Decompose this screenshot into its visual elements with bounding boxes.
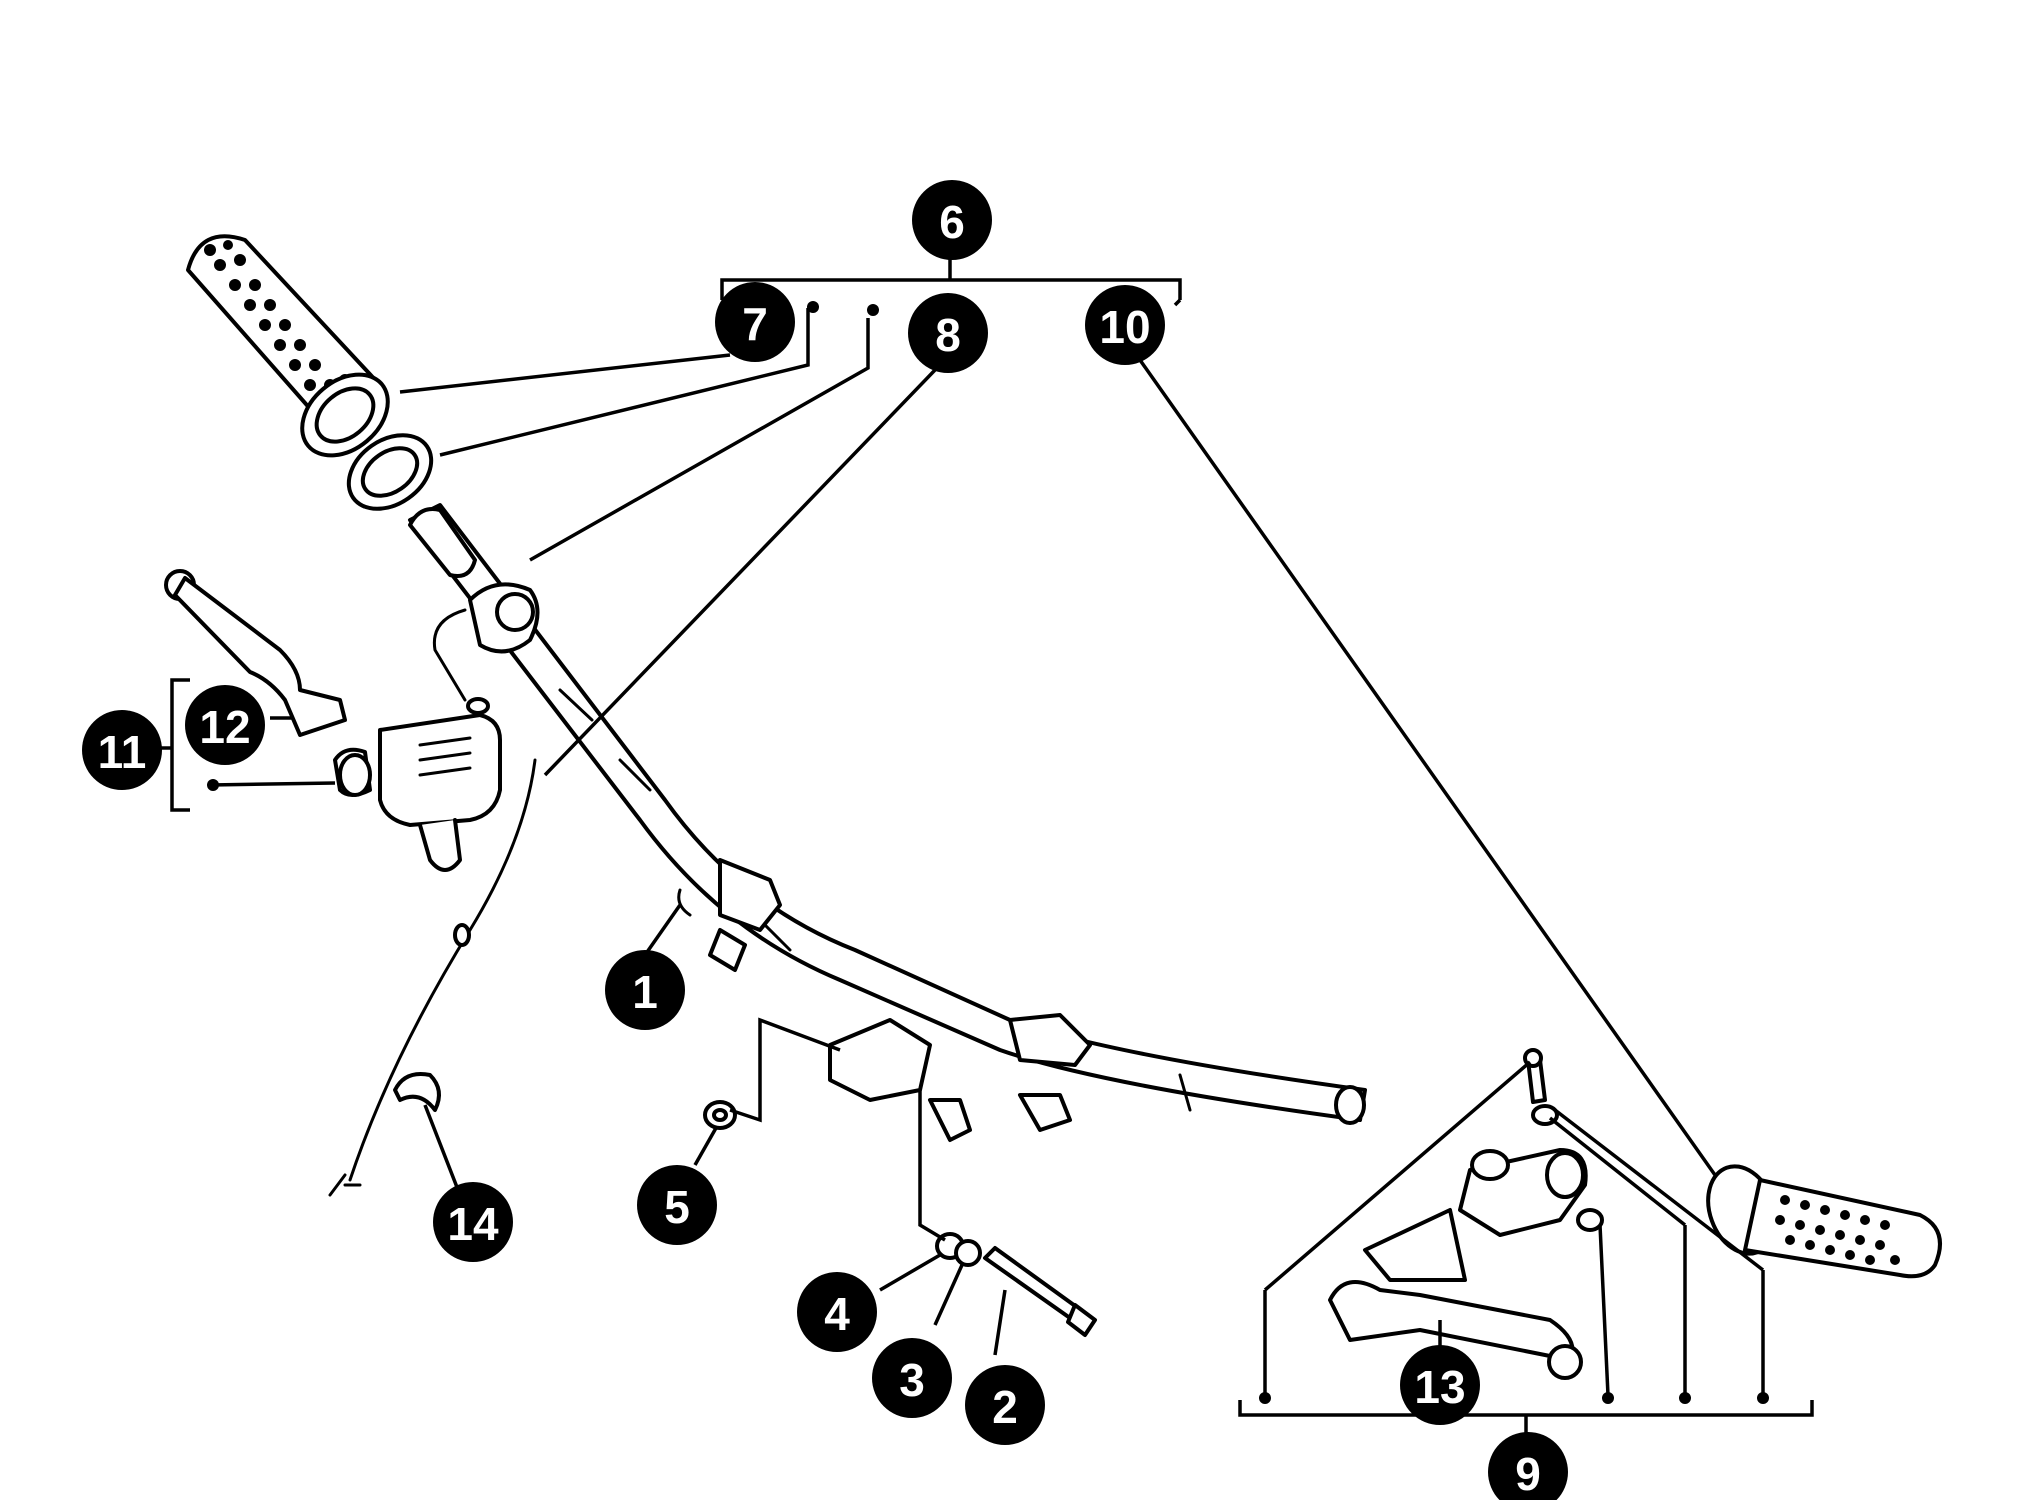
callout-3-label: 3 (899, 1354, 925, 1406)
hose-clamp (393, 1072, 441, 1112)
callout-7: 7 (715, 282, 795, 362)
callout-13-label: 13 (1414, 1361, 1465, 1413)
washer-3 (954, 1239, 982, 1267)
callout-9: 9 (1488, 1432, 1568, 1500)
callout-4-label: 4 (824, 1288, 850, 1340)
callout-8-label: 8 (935, 309, 961, 361)
callout-14: 14 (433, 1182, 513, 1262)
bracket-dots (207, 301, 1769, 1404)
callout-1: 1 (605, 950, 685, 1030)
throttle-housing (432, 582, 540, 715)
callout-10: 10 (1085, 285, 1165, 365)
callout-4: 4 (797, 1272, 877, 1352)
center-handlebar-clamp (828, 1018, 972, 1142)
callout-8: 8 (908, 293, 988, 373)
callout-12: 12 (185, 685, 265, 765)
left-throttle-tube (408, 507, 477, 578)
nut (703, 1100, 737, 1130)
left-brake-lever (164, 569, 347, 737)
callout-6-label: 6 (939, 196, 965, 248)
callout-7-label: 7 (742, 298, 768, 350)
right-lever-perch (1363, 1148, 1604, 1282)
callout-2: 2 (965, 1365, 1045, 1445)
callout-11-label: 11 (98, 726, 147, 778)
adjuster-screw (1523, 1048, 1559, 1126)
callout-13: 13 (1400, 1345, 1480, 1425)
callout-12-label: 12 (199, 701, 250, 753)
brake-hose (328, 758, 537, 1197)
leader-lines (150, 248, 1814, 1435)
left-handlebar-clamp (677, 858, 782, 972)
callout-10-label: 10 (1099, 301, 1150, 353)
right-grip (1706, 1164, 1942, 1279)
callout-5-label: 5 (664, 1181, 690, 1233)
callout-6: 6 (912, 180, 992, 260)
callout-14-label: 14 (447, 1198, 499, 1250)
right-lever (1328, 1280, 1583, 1380)
callout-3: 3 (872, 1338, 952, 1418)
callout-5: 5 (637, 1165, 717, 1245)
grip-washer (346, 433, 434, 511)
left-grip (186, 234, 390, 458)
bolt (983, 1246, 1097, 1337)
right-handlebar-clamp (1008, 1013, 1092, 1132)
handlebar-tube (408, 503, 1367, 1125)
callout-2-label: 2 (992, 1381, 1018, 1433)
callout-11: 11 (82, 710, 162, 790)
callout-9-label: 9 (1515, 1448, 1541, 1500)
callout-1-label: 1 (632, 966, 658, 1018)
master-cylinder (333, 713, 502, 872)
